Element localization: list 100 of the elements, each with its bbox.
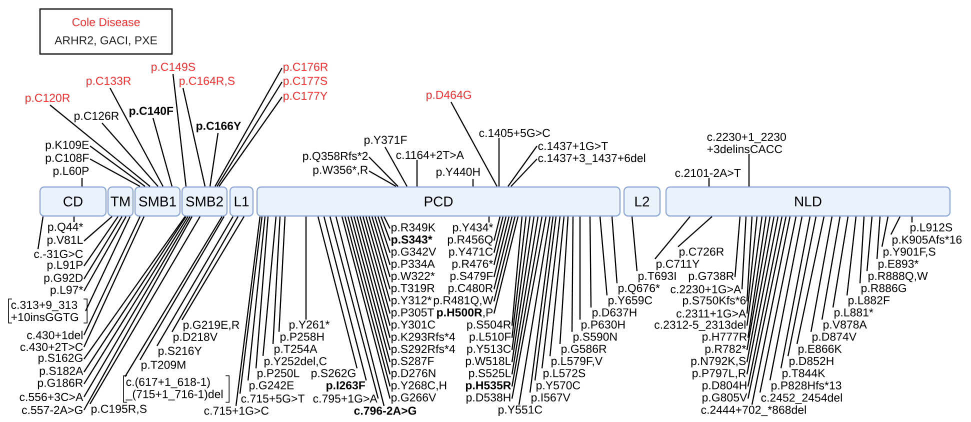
leader-line [511, 216, 547, 399]
leader-line [631, 216, 638, 272]
leader-line [493, 216, 513, 290]
leader-line [821, 216, 841, 320]
mutation-label: p.G92D [44, 274, 83, 284]
leader-line [511, 216, 539, 374]
leader-line [368, 170, 396, 187]
leader-line [493, 216, 507, 266]
mutation-label: p.C195R,S [92, 404, 147, 416]
mutation-label: p.L510F [470, 332, 511, 344]
leader-line [124, 216, 223, 378]
leader-line [846, 216, 857, 296]
mutation-label: c.796-2A>G [354, 406, 416, 415]
mutation-label: p.T209M [142, 360, 186, 372]
domain-box: SMB1 [134, 186, 181, 217]
mutation-label: p.H535R [466, 381, 511, 392]
mutation-label: p.T319R [392, 284, 434, 294]
leader-line [377, 216, 391, 253]
leader-line [255, 216, 269, 368]
leader-line [734, 216, 741, 278]
domain-box: CD [39, 186, 107, 217]
mutation-label: p.S162G [38, 354, 82, 364]
leader-line [247, 216, 266, 380]
mutation-label: p.S525L [469, 369, 511, 380]
mutation-label: p.C108F [46, 154, 89, 164]
leader-line [741, 216, 747, 290]
leader-line [84, 216, 112, 242]
mutation-label: p.P630H [582, 320, 625, 331]
leader-line [708, 178, 710, 186]
mutation-label: p.D218V [174, 332, 218, 344]
leader-line [235, 216, 261, 406]
leader-line [356, 216, 391, 338]
mutation-label: p.R782* [705, 344, 746, 356]
leader-line [156, 216, 234, 346]
leader-line [746, 216, 779, 374]
leader-line [182, 216, 245, 320]
mutation-label: p.Y252del,C [264, 356, 327, 368]
leader-line [493, 216, 516, 302]
mutation-label: p.T844K [782, 369, 826, 380]
mutation-label: p.C133R [86, 76, 131, 88]
leader-line [102, 122, 158, 187]
leader-line [90, 146, 146, 187]
mutation-label: p.P797L,R [692, 369, 746, 380]
mutation-label: p.Y471C [449, 248, 493, 258]
leader-line [746, 216, 771, 350]
mutation-label: p.K905Afs*16 [892, 235, 962, 246]
mutation-label: p.G266V [392, 393, 436, 404]
mutation-label: p.S504R [467, 320, 511, 331]
mutation-label: p.C480R [448, 284, 493, 294]
leader-line [769, 216, 803, 380]
mutation-label: p.Y371F [364, 136, 407, 146]
leader-line [518, 216, 551, 405]
leader-line [746, 216, 763, 326]
mutation-label: p.C166Y [196, 122, 241, 132]
mutation-label: p.Y901F,S [884, 248, 936, 258]
mutation-label: p.Y570C [536, 381, 580, 392]
leader-line [209, 132, 219, 186]
mutation-label: c.2101-2A>T [675, 168, 741, 178]
mutation-label: p.E866K [798, 344, 842, 356]
mutation-label: p.D637H [592, 308, 636, 319]
leader-line [85, 216, 131, 312]
mutation-label: p.C140F [130, 106, 174, 118]
leader-line [579, 216, 581, 320]
leader-line [365, 216, 391, 302]
mutation-label: p.H777R [702, 332, 747, 343]
mutation-label: p.C126R [74, 112, 119, 122]
leader-line [278, 216, 286, 332]
mutation-label: p.Y434* [453, 223, 494, 234]
leader-line [534, 216, 557, 381]
leader-line [751, 216, 791, 405]
mutation-label: p.S182A [40, 366, 84, 378]
mutation-label: p.T254A [274, 344, 318, 356]
leader-line [796, 216, 825, 344]
leader-line [383, 216, 391, 229]
mutation-label: p.D874V [812, 332, 856, 344]
mutation-label: p.Y513C [467, 344, 511, 356]
leader-line [329, 216, 379, 399]
mutation-label: c.2230+1_2230 +3delinsCACC [707, 132, 786, 154]
domain-box: TM [107, 186, 134, 217]
mutation-label: p.W356*,R [313, 166, 368, 176]
leader-line [262, 216, 277, 356]
mutation-label: p.Y440H [436, 168, 480, 178]
leader-line [50, 104, 150, 187]
leader-line [508, 146, 538, 187]
mutation-label: p.R456Q [448, 235, 493, 246]
mutation-label: p.Y312* [392, 296, 432, 307]
leader-line [37, 216, 44, 250]
leader-line [611, 216, 618, 284]
mutation-label: p.S292Rfs*4 [392, 344, 456, 356]
mutation-label: c.556+3C>A [20, 392, 84, 402]
mutation-label: p.L60P [54, 166, 89, 178]
leader-line [510, 158, 538, 187]
leader-line [589, 216, 592, 308]
mutation-label: p.C177S [284, 76, 328, 88]
mutation-label: p.Q44* [48, 222, 84, 234]
leader-line [359, 216, 391, 326]
leader-line [859, 216, 865, 284]
mutation-label: p.P305T [392, 308, 434, 319]
leader-line [748, 154, 750, 186]
mutation-label: p.G738R [688, 272, 734, 282]
